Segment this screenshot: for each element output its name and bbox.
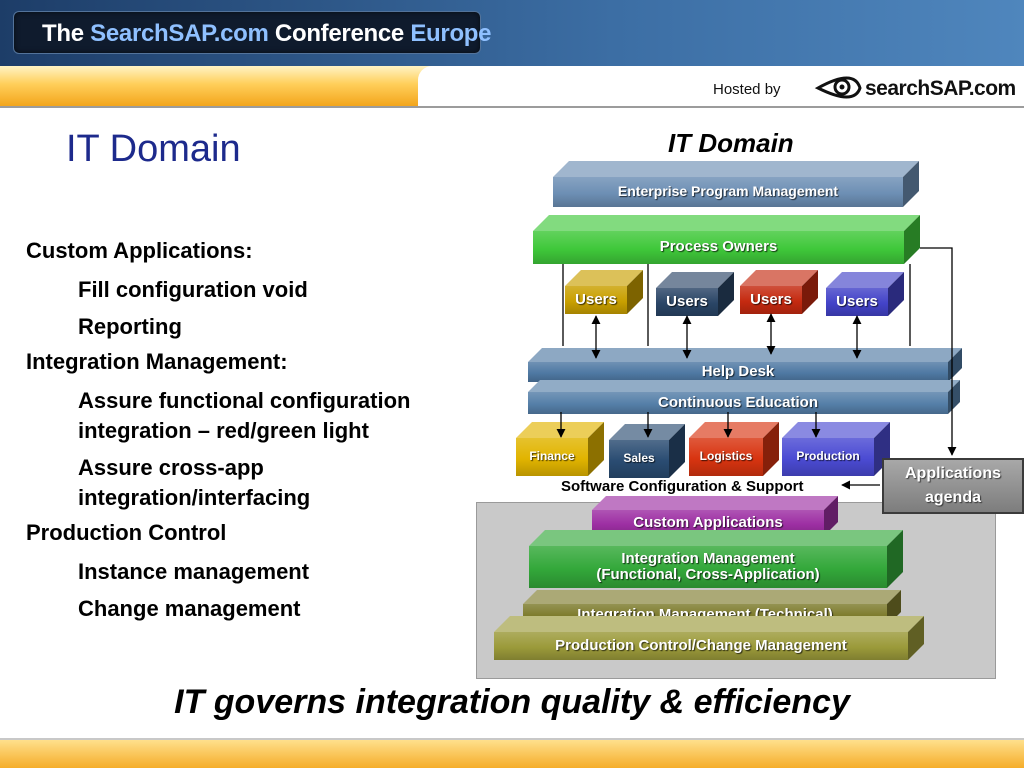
conference-title: The SearchSAP.com Conference Europe xyxy=(42,20,492,48)
process-owners-block-label: Process Owners xyxy=(659,238,778,256)
continuous-education-block-label: Continuous Education xyxy=(658,393,818,411)
searchsap-logo-text: searchSAP.com xyxy=(865,77,1016,100)
sub-bullet-item: Fill configuration void xyxy=(78,277,308,302)
integration-management-block: Integration Management(Functional, Cross… xyxy=(529,530,903,588)
process-owners-block: Process Owners xyxy=(533,215,920,264)
integration-management-block-top-face xyxy=(529,530,903,546)
conference-title-part: Conference xyxy=(268,20,411,47)
sales-block-face: Sales xyxy=(609,440,669,478)
conference-badge: The SearchSAP.com Conference Europe xyxy=(13,11,492,54)
help-desk-block-top-face xyxy=(528,348,962,362)
enterprise-program-management-block: Enterprise Program Management xyxy=(553,161,919,207)
finance-block: Finance xyxy=(516,422,604,476)
users-block-3: Users xyxy=(740,270,818,314)
sub-bullet-item: Change management xyxy=(78,596,301,621)
process-owners-block-side-face xyxy=(904,215,920,264)
logistics-block-side-face xyxy=(763,422,779,476)
production-control-block: Production Control/Change Management xyxy=(494,616,924,660)
sales-block-side-face xyxy=(669,424,685,478)
production-block-face: Production xyxy=(782,438,874,476)
finance-block-side-face xyxy=(588,422,604,476)
users-block-1-top-face xyxy=(565,270,643,286)
enterprise-program-management-block-face: Enterprise Program Management xyxy=(553,177,903,207)
applications-agenda-line-1: Applications xyxy=(904,465,1001,482)
users-block-1: Users xyxy=(565,270,643,314)
production-block: Production xyxy=(782,422,890,476)
sub-bullet-item: Assure functional configuration integrat… xyxy=(78,388,411,443)
logistics-block: Logistics xyxy=(689,422,779,476)
conference-title-part: The xyxy=(42,20,91,47)
integration-management-block-label: (Functional, Cross-Application) xyxy=(596,566,820,583)
slide-tagline: IT governs integration quality & efficie… xyxy=(174,683,850,721)
custom-applications-block-label: Custom Applications xyxy=(633,513,783,531)
users-block-4: Users xyxy=(826,272,904,316)
users-block-2: Users xyxy=(656,272,734,316)
finance-block-face: Finance xyxy=(516,438,588,476)
integration-management-block-label: Integration Management xyxy=(621,549,795,567)
users-block-2-face: Users xyxy=(656,288,718,316)
production-control-block-top-face xyxy=(494,616,924,632)
custom-applications-block-top-face xyxy=(592,496,838,510)
production-control-block-face: Production Control/Change Management xyxy=(494,632,908,660)
slide-title: IT Domain xyxy=(66,128,241,170)
help-desk-block-face: Help Desk xyxy=(528,362,948,382)
users-block-4-label: Users xyxy=(836,292,878,310)
software-configuration-label: Software Configuration & Support xyxy=(561,478,804,495)
conference-title-part: SearchSAP.com xyxy=(90,20,269,47)
hosted-by-label: Hosted by xyxy=(713,81,781,98)
process-owners-block-face: Process Owners xyxy=(533,231,904,264)
continuous-education-block-top-face xyxy=(528,380,960,392)
applications-agenda-box: Applications agenda xyxy=(882,458,1024,514)
help-desk-block: Help Desk xyxy=(528,348,962,382)
header-divider xyxy=(0,106,1024,108)
bullet-list: Custom Applications: Fill configuration v… xyxy=(26,238,476,631)
bullet-item: Production Control xyxy=(26,520,227,545)
integration-technical-block-top-face xyxy=(523,590,901,604)
sub-bullet-item: Reporting xyxy=(78,314,182,339)
bullet-item: Custom Applications: xyxy=(26,238,253,263)
header-sponsor-card xyxy=(418,66,1024,106)
users-block-4-top-face xyxy=(826,272,904,288)
sales-block: Sales xyxy=(609,424,685,478)
continuous-education-block: Continuous Education xyxy=(528,380,960,414)
users-block-3-top-face xyxy=(740,270,818,286)
users-block-3-face: Users xyxy=(740,286,802,314)
sub-bullet-item: Assure cross-app integration/interfacing xyxy=(78,455,311,510)
users-block-3-label: Users xyxy=(750,290,792,308)
production-block-top-face xyxy=(782,422,890,438)
users-block-1-face: Users xyxy=(565,286,627,314)
header-bar: The SearchSAP.com Conference Europe xyxy=(0,0,1024,66)
continuous-education-block-face: Continuous Education xyxy=(528,392,948,414)
logistics-block-label: Logistics xyxy=(699,449,753,464)
bullet-item: Integration Management: xyxy=(26,349,288,374)
enterprise-program-management-block-label: Enterprise Program Management xyxy=(617,183,839,200)
help-desk-block-label: Help Desk xyxy=(701,362,775,380)
production-block-label: Production xyxy=(796,449,860,464)
users-block-4-face: Users xyxy=(826,288,888,316)
applications-agenda-line-2: agenda xyxy=(924,489,981,506)
enterprise-program-management-block-top-face xyxy=(553,161,919,177)
users-block-2-top-face xyxy=(656,272,734,288)
logistics-block-face: Logistics xyxy=(689,438,763,476)
sub-bullet-item: Instance management xyxy=(78,559,310,584)
users-block-2-label: Users xyxy=(666,292,708,310)
footer-band xyxy=(0,738,1024,768)
finance-block-label: Finance xyxy=(529,449,575,464)
process-owners-block-top-face xyxy=(533,215,920,231)
eye-logo-icon xyxy=(814,76,862,99)
integration-management-block-face: Integration Management(Functional, Cross… xyxy=(529,546,887,588)
diagram-title: IT Domain xyxy=(668,128,794,158)
conference-title-part: Europe xyxy=(410,20,492,47)
sales-block-label: Sales xyxy=(623,451,655,466)
users-block-1-label: Users xyxy=(575,290,617,308)
production-control-block-label: Production Control/Change Management xyxy=(555,636,847,654)
integration-management-block-side-face xyxy=(887,530,903,588)
logistics-block-top-face xyxy=(689,422,779,438)
